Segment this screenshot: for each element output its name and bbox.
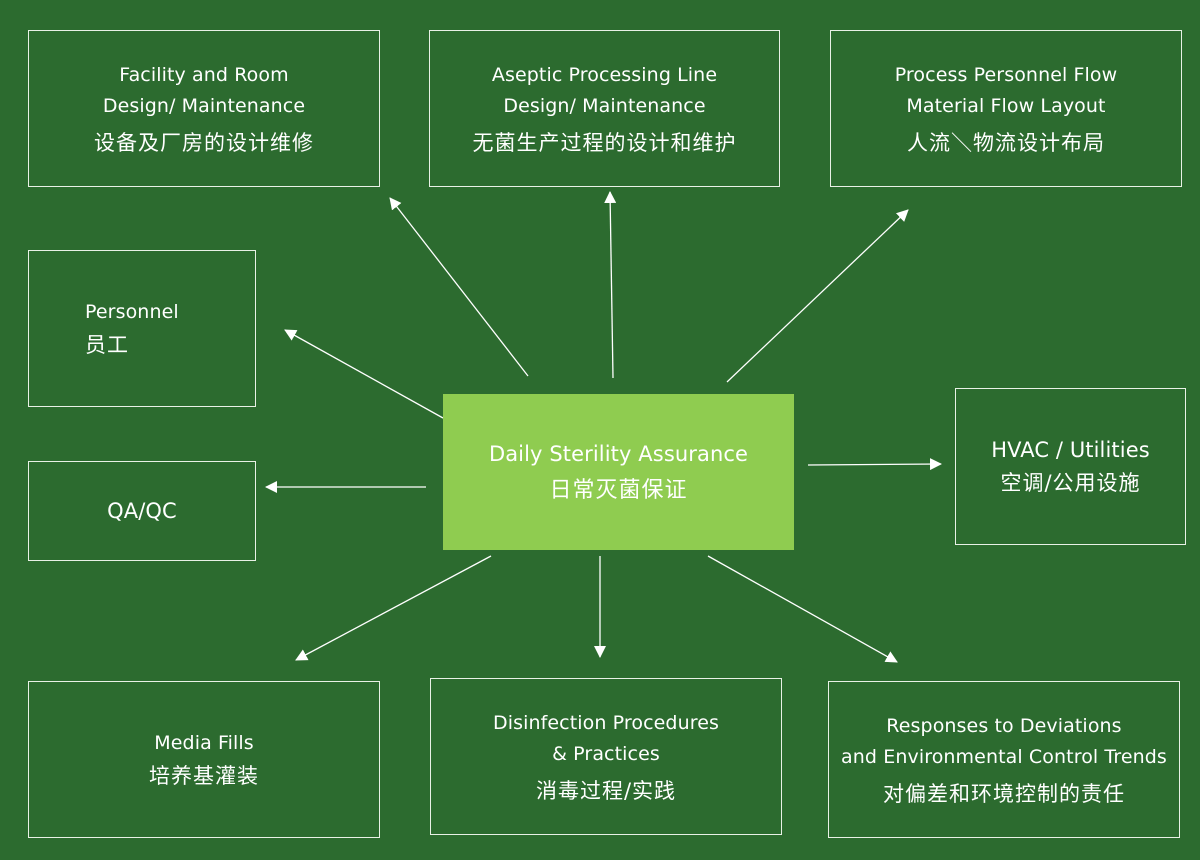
process-zh: 人流＼物流设计布局 <box>907 130 1105 155</box>
hvac-en: HVAC / Utilities <box>991 438 1150 462</box>
aseptic-box: Aseptic Processing Line Design/ Maintena… <box>429 30 780 187</box>
responses-box: Responses to Deviations and Environmenta… <box>828 681 1180 838</box>
arrow-to-facility <box>389 197 529 377</box>
facility-en-line1: Facility and Room <box>119 63 289 86</box>
personnel-box: Personnel 员工 <box>28 250 256 407</box>
hvac-zh: 空调/公用设施 <box>1000 471 1141 495</box>
center-en: Daily Sterility Assurance <box>488 441 749 466</box>
responses-en-line1: Responses to Deviations <box>886 714 1122 737</box>
arrow-to-process <box>726 209 909 383</box>
center-box: Daily Sterility Assurance 日常灭菌保证 <box>443 394 794 550</box>
process-en-line1: Process Personnel Flow <box>894 63 1118 86</box>
disinfection-en-line2: & Practices <box>552 742 660 765</box>
disinfection-zh: 消毒过程/实践 <box>535 778 677 803</box>
qaqc-box: QA/QC <box>28 461 256 561</box>
aseptic-en-line2: Design/ Maintenance <box>503 94 706 117</box>
facility-zh: 设备及厂房的设计维修 <box>94 130 314 155</box>
arrow-to-personnel <box>284 329 444 419</box>
aseptic-en-line1: Aseptic Processing Line <box>491 63 718 86</box>
arrow-to-responses <box>707 555 898 663</box>
responses-zh: 对偏差和环境控制的责任 <box>883 781 1125 806</box>
arrow-to-aseptic <box>604 191 617 379</box>
media-box: Media Fills 培养基灌装 <box>28 681 380 838</box>
facility-box: Facility and Room Design/ Maintenance 设备… <box>28 30 380 187</box>
center-zh: 日常灭菌保证 <box>549 477 688 503</box>
process-box: Process Personnel Flow Material Flow Lay… <box>830 30 1182 187</box>
facility-en-line2: Design/ Maintenance <box>102 94 306 117</box>
aseptic-zh: 无菌生产过程的设计和维护 <box>472 130 737 155</box>
arrow-to-media <box>295 555 492 661</box>
personnel-en: Personnel <box>85 301 179 323</box>
hvac-box: HVAC / Utilities 空调/公用设施 <box>955 388 1186 545</box>
disinfection-box: Disinfection Procedures & Practices 消毒过程… <box>430 678 782 835</box>
personnel-zh: 员工 <box>85 333 129 357</box>
process-en-line2: Material Flow Layout <box>906 94 1106 117</box>
qaqc-en: QA/QC <box>107 498 177 523</box>
arrow-to-hvac <box>807 458 942 471</box>
media-en: Media Fills <box>154 732 254 754</box>
responses-en-line2: and Environmental Control Trends <box>841 745 1167 768</box>
media-zh: 培养基灌装 <box>149 764 259 788</box>
disinfection-en-line1: Disinfection Procedures <box>492 711 720 734</box>
